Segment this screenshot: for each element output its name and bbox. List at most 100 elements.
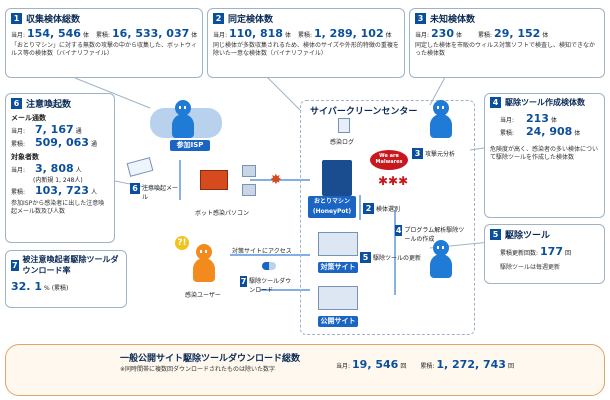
box1-tot-unit: 体 bbox=[191, 32, 198, 39]
bot-spike-icon: ✸ bbox=[270, 172, 282, 188]
box3-number: 3 bbox=[415, 13, 426, 24]
program-num: 4 bbox=[395, 225, 403, 236]
box1-cur-value: 154, 546 bbox=[27, 27, 81, 40]
infected-user-icon bbox=[193, 244, 215, 284]
box5-description: 駆除ツールは毎週更新 bbox=[500, 264, 561, 271]
box6-mtot-label: 累積: bbox=[11, 141, 26, 148]
box6-tcur-value: 3, 808 bbox=[35, 162, 74, 175]
box1-title: 収集検体総数 bbox=[26, 15, 81, 25]
box2-title: 同定検体数 bbox=[228, 15, 274, 25]
download-text: 駆除ツールダウンロード bbox=[249, 278, 292, 294]
box3-cur-value: 230 bbox=[431, 27, 454, 40]
alert-mail-text: 注意喚起メール bbox=[141, 185, 178, 201]
box1-header: 1 収集検体総数 bbox=[11, 12, 197, 25]
box3-title: 未知検体数 bbox=[430, 15, 476, 25]
box3-cur-unit: 体 bbox=[456, 32, 463, 39]
box4-number: 4 bbox=[490, 97, 501, 108]
bottom-tot-label: 累積: bbox=[420, 363, 435, 370]
box7-title: 被注意喚起者駆除ツールダウンロード率 bbox=[22, 255, 119, 275]
box6-note: 参加ISPから感染者に出した注意喚起メール数及び人数 bbox=[11, 200, 105, 215]
box6-target-new: (内新規 1, 248人) bbox=[33, 177, 83, 184]
infection-log-icon bbox=[338, 118, 350, 133]
bottom-cur-label: 当月: bbox=[336, 363, 351, 370]
bottom-tot-unit: 回 bbox=[507, 363, 514, 370]
isp-label: 参加ISP bbox=[170, 140, 210, 151]
box7-number: 7 bbox=[11, 259, 19, 271]
isp-person-icon bbox=[172, 100, 194, 140]
box6-mcur-value: 7, 167 bbox=[35, 123, 74, 136]
malware-bugs-icon: ✱✱✱ bbox=[378, 174, 409, 188]
box1-tot-label: 累積: bbox=[95, 32, 111, 39]
box6-mtot-value: 509, 063 bbox=[35, 136, 89, 149]
box6-title: 注意喚起数 bbox=[26, 100, 72, 110]
infection-log-label: 感染ログ bbox=[330, 139, 355, 146]
countermeasure-site-label: 対策サイト bbox=[318, 262, 358, 273]
box5-tot-value: 177 bbox=[540, 245, 563, 258]
public-site-label: 公開サイト bbox=[318, 316, 358, 327]
bot-pc-icon-3 bbox=[242, 184, 256, 196]
alert-num: 6 bbox=[130, 183, 140, 194]
bot-pc-icon bbox=[200, 170, 228, 190]
selection-num: 2 bbox=[363, 203, 374, 214]
box4-tot-label: 累積: bbox=[500, 130, 515, 137]
box1-cur-unit: 体 bbox=[82, 32, 89, 39]
box2-header: 2 同定検体数 bbox=[213, 12, 399, 25]
box5-number: 5 bbox=[490, 229, 501, 240]
box6-ttot-label: 累積: bbox=[11, 189, 26, 196]
box5-tot-unit: 回 bbox=[565, 250, 572, 257]
infected-user-label: 感染ユーザー bbox=[185, 292, 221, 299]
box6-tcur-label: 当月: bbox=[11, 167, 26, 174]
box2-description: 同じ検体が多数収集されるため、検体のサイズや外形的特徴の重複を除いた一意な検体数… bbox=[213, 42, 399, 57]
box6-target-title: 対象者数 bbox=[11, 153, 39, 161]
box2-cur-label: 当月: bbox=[213, 32, 228, 39]
box7-value: 32. 1 bbox=[11, 280, 42, 293]
download-capsule-icon bbox=[262, 262, 276, 270]
attack-num: 3 bbox=[412, 148, 423, 159]
box4-cur-unit: 体 bbox=[550, 117, 557, 124]
bot-pc-icon-2 bbox=[242, 165, 256, 177]
box6-tcur-unit: 人 bbox=[75, 167, 82, 174]
box5-tot-label: 累積更新回数: bbox=[500, 250, 539, 257]
analyst-person-icon bbox=[430, 100, 452, 140]
box7-sub: (累積) bbox=[51, 285, 69, 292]
box4-title: 駆除ツール作成検体数 bbox=[505, 98, 585, 107]
box3-tot-label: 累積: bbox=[478, 32, 493, 39]
box4-tot-unit: 体 bbox=[574, 130, 581, 137]
box2-number: 2 bbox=[213, 13, 224, 24]
box6-mail-title: メール通数 bbox=[11, 114, 46, 122]
honeypot-server-icon bbox=[322, 160, 352, 196]
box2-tot-unit: 体 bbox=[385, 32, 392, 39]
box3-tot-unit: 体 bbox=[542, 32, 549, 39]
box4-cur-label: 当月: bbox=[500, 117, 515, 124]
selection-text: 検体選別 bbox=[376, 206, 401, 213]
box2-tot-label: 累積: bbox=[297, 32, 313, 39]
box6-mtot-unit: 通 bbox=[90, 141, 97, 148]
box2-cur-value: 110, 818 bbox=[229, 27, 283, 40]
box1-number: 1 bbox=[11, 13, 22, 24]
program-text: プログラム解析駆除ツールの作成 bbox=[404, 227, 465, 243]
box3-cur-label: 当月: bbox=[415, 32, 430, 39]
center-title: サイバークリーンセンター bbox=[310, 107, 418, 117]
box6-ttot-unit: 人 bbox=[90, 189, 97, 196]
bottom-cur-value: 19, 546 bbox=[352, 358, 399, 371]
bottom-cur-unit: 回 bbox=[400, 363, 407, 370]
